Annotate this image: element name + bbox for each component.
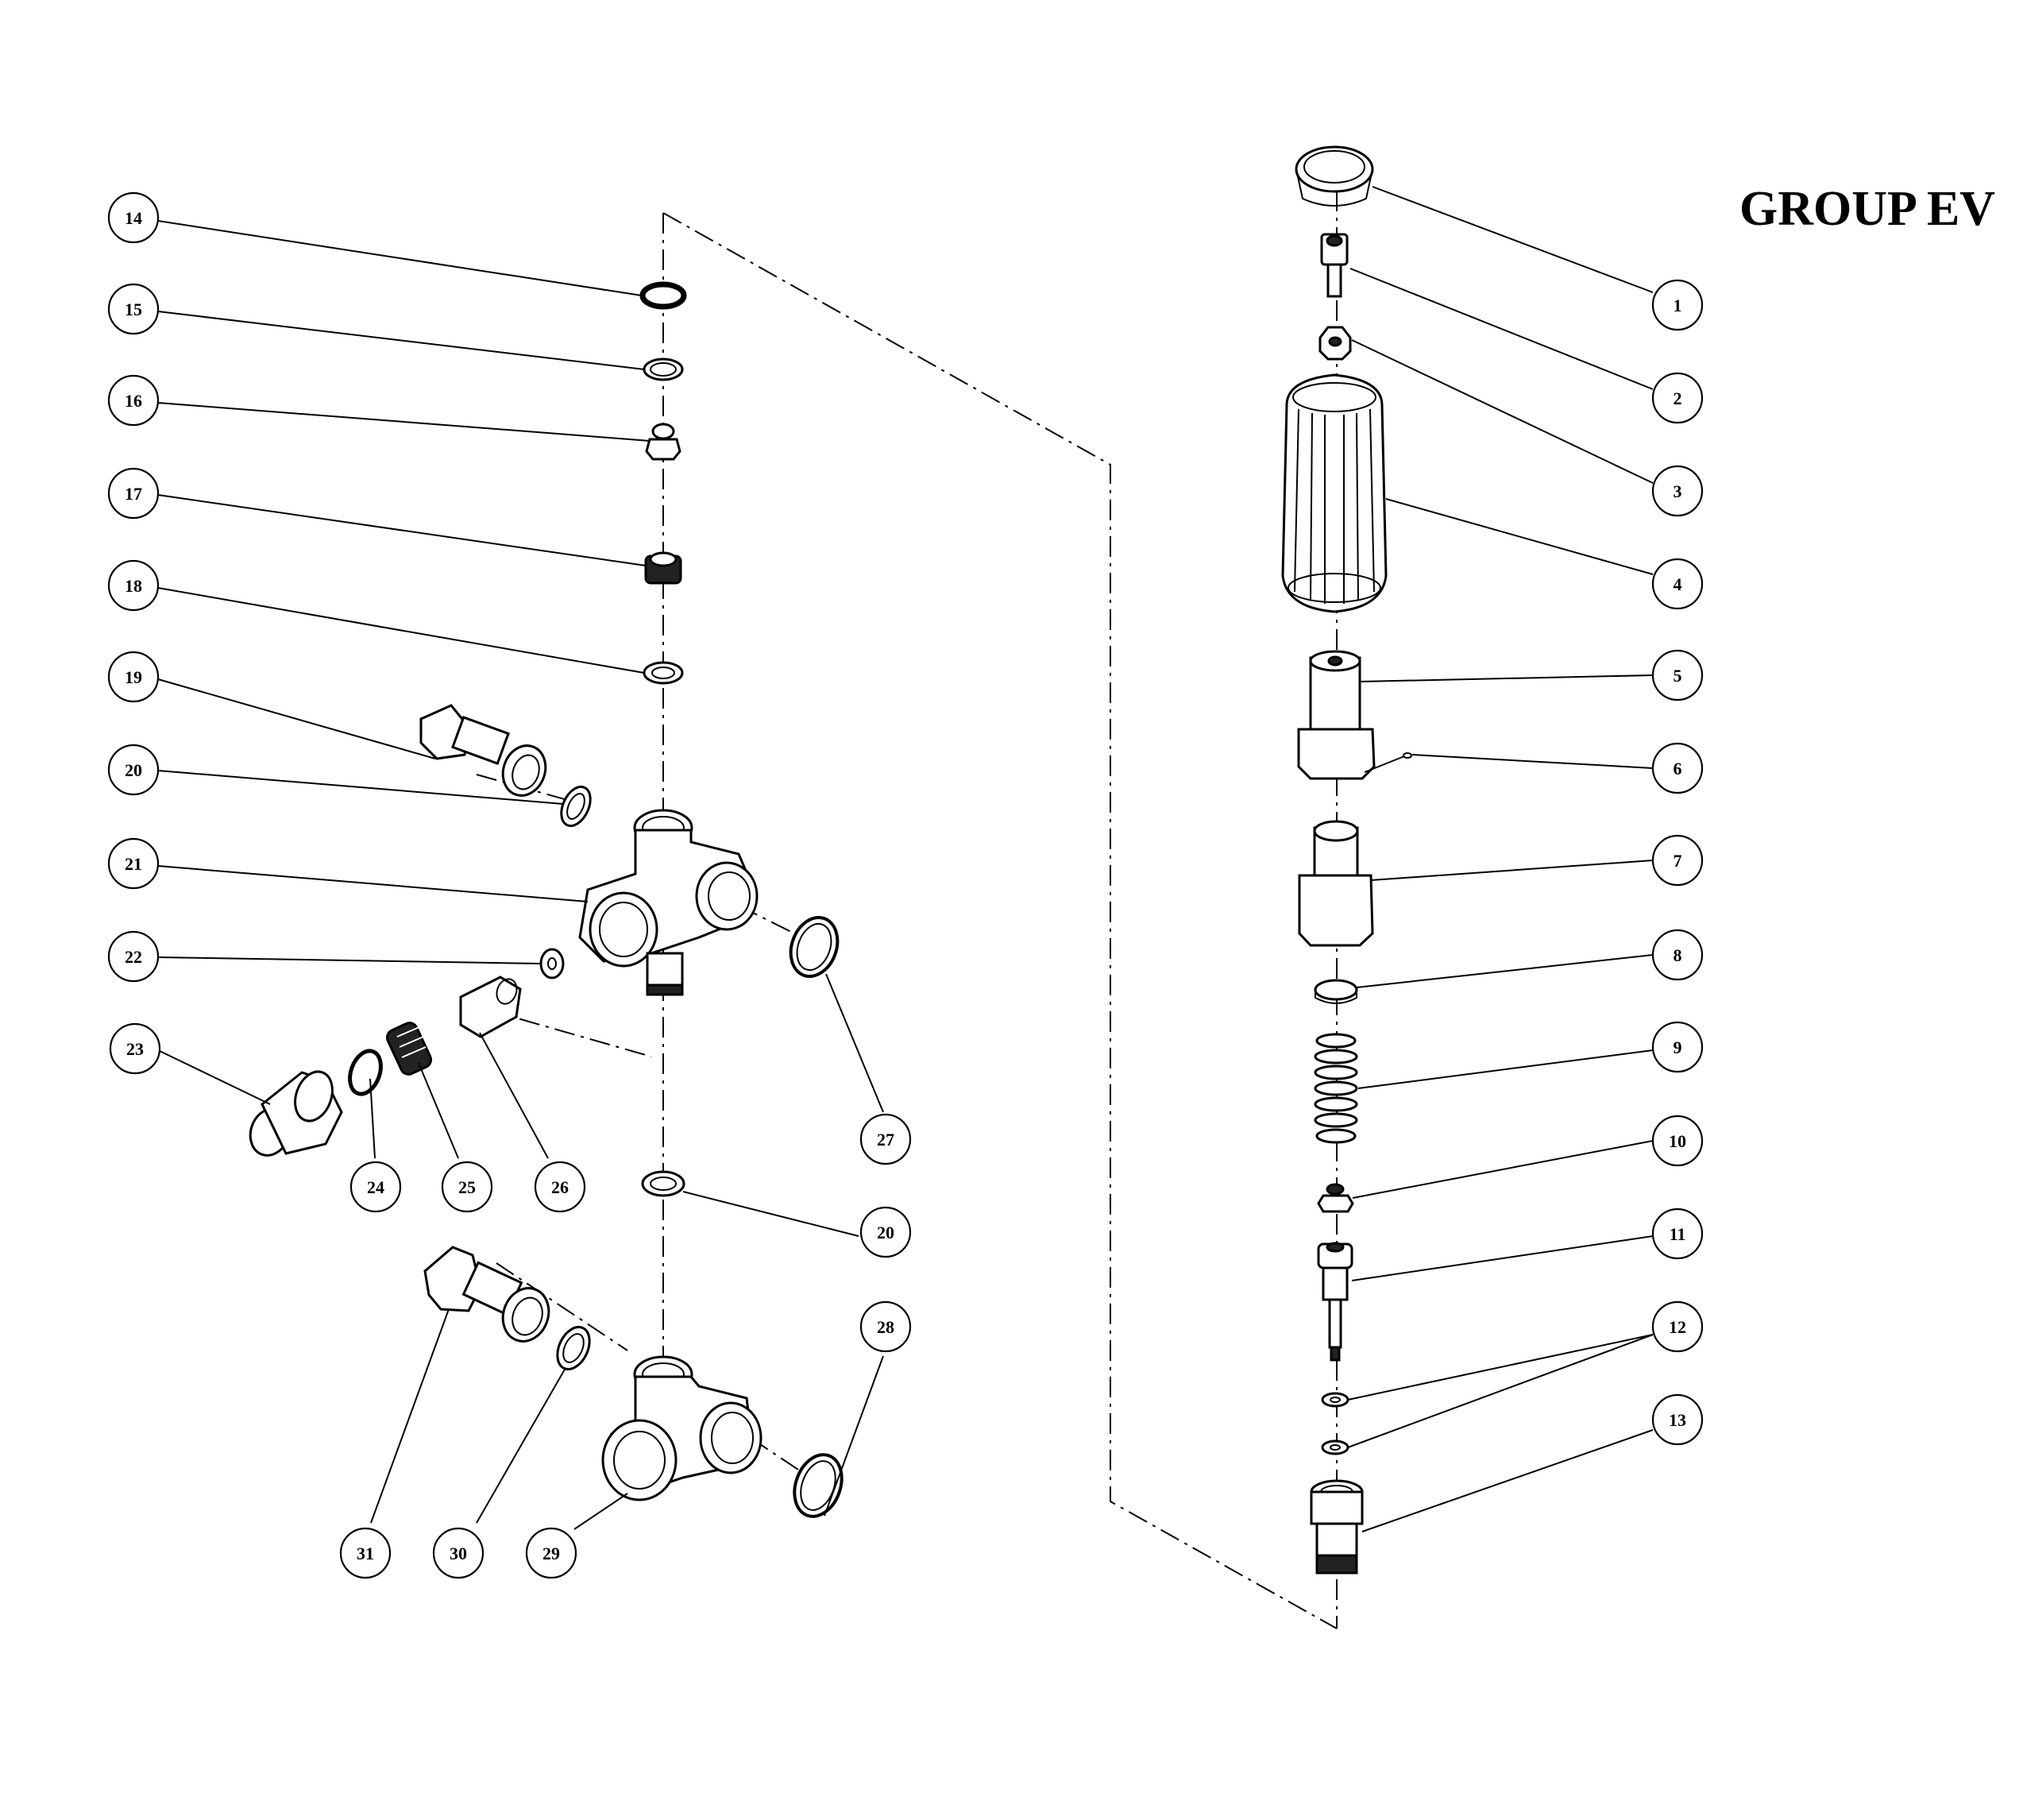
callout-26: 26 bbox=[534, 1161, 586, 1213]
callout-28-label: 28 bbox=[877, 1317, 894, 1337]
callout-12: 12 bbox=[1651, 1300, 1704, 1353]
callout-2: 2 bbox=[1651, 372, 1704, 424]
callout-5: 5 bbox=[1651, 649, 1704, 701]
group-title: GROUP EV bbox=[1739, 182, 1995, 236]
part-1-cap bbox=[1295, 145, 1374, 207]
callout-17: 17 bbox=[107, 467, 160, 520]
part-8-washer bbox=[1314, 979, 1358, 1004]
callout-16-label: 16 bbox=[125, 391, 142, 411]
callout-4: 4 bbox=[1651, 558, 1704, 610]
callout-20-lower: 20 bbox=[859, 1206, 912, 1258]
callout-9-label: 9 bbox=[1674, 1038, 1682, 1057]
part-5-stem-housing bbox=[1297, 650, 1376, 780]
callout-24: 24 bbox=[349, 1161, 402, 1213]
callout-27-label: 27 bbox=[877, 1130, 894, 1150]
callout-29: 29 bbox=[525, 1527, 577, 1579]
callout-19-label: 19 bbox=[125, 667, 142, 687]
part-24-o-ring bbox=[348, 1049, 383, 1096]
callout-6: 6 bbox=[1651, 742, 1704, 794]
callout-29-label: 29 bbox=[542, 1544, 560, 1563]
callout-1: 1 bbox=[1651, 279, 1704, 331]
part-7-adjust-nut bbox=[1298, 820, 1374, 947]
callout-8-label: 8 bbox=[1674, 945, 1682, 965]
part-13-valve-seat bbox=[1310, 1479, 1364, 1575]
callout-23: 23 bbox=[109, 1022, 161, 1075]
callout-11: 11 bbox=[1651, 1208, 1704, 1260]
callout-8: 8 bbox=[1651, 929, 1704, 981]
callout-30: 30 bbox=[432, 1527, 485, 1579]
callout-13-label: 13 bbox=[1669, 1410, 1686, 1430]
callout-16: 16 bbox=[107, 374, 160, 427]
callout-18: 18 bbox=[107, 559, 160, 612]
callout-30-label: 30 bbox=[450, 1544, 467, 1563]
callout-14-label: 14 bbox=[125, 208, 142, 228]
part-4-knob bbox=[1281, 373, 1388, 613]
part-19-inlet-fitting bbox=[419, 704, 547, 797]
part-16-fitting bbox=[645, 423, 681, 461]
callout-15-label: 15 bbox=[125, 299, 142, 319]
part-3-nut bbox=[1318, 326, 1352, 361]
callout-5-label: 5 bbox=[1674, 666, 1682, 686]
callout-10-label: 10 bbox=[1669, 1131, 1686, 1151]
part-18-washer bbox=[643, 661, 684, 685]
callout-18-label: 18 bbox=[125, 576, 142, 596]
callout-27: 27 bbox=[859, 1113, 912, 1165]
callout-11-label: 11 bbox=[1670, 1224, 1686, 1244]
callout-2-label: 2 bbox=[1674, 388, 1682, 408]
callout-21-label: 21 bbox=[125, 854, 142, 874]
callout-7-label: 7 bbox=[1674, 851, 1682, 871]
callout-17-label: 17 bbox=[125, 484, 142, 504]
part-31-outlet-fitting bbox=[423, 1246, 550, 1343]
part-26-hex-nut bbox=[459, 976, 522, 1038]
part-22-washer bbox=[539, 948, 565, 980]
callout-15: 15 bbox=[107, 283, 160, 335]
callout-1-label: 1 bbox=[1674, 296, 1682, 315]
callout-28: 28 bbox=[859, 1300, 912, 1353]
part-29-tee-body bbox=[601, 1355, 762, 1501]
callout-12-label: 12 bbox=[1669, 1317, 1686, 1337]
callout-13: 13 bbox=[1651, 1393, 1704, 1446]
part-23-plug bbox=[249, 1070, 343, 1157]
callout-9: 9 bbox=[1651, 1021, 1704, 1073]
part-17-seal bbox=[644, 551, 682, 585]
callout-20-upper: 20 bbox=[107, 744, 160, 796]
part-11-piston bbox=[1317, 1242, 1353, 1362]
callout-25: 25 bbox=[441, 1161, 493, 1213]
part-21-manifold-body bbox=[578, 809, 759, 996]
callout-6-label: 6 bbox=[1674, 759, 1682, 779]
callout-22: 22 bbox=[107, 930, 160, 983]
callout-14: 14 bbox=[107, 191, 160, 244]
part-15-o-ring bbox=[643, 357, 684, 381]
callout-31: 31 bbox=[339, 1527, 392, 1579]
part-27-o-ring bbox=[789, 916, 840, 978]
part-20-o-ring-lower bbox=[641, 1170, 685, 1197]
callout-3-label: 3 bbox=[1674, 481, 1682, 501]
callout-19: 19 bbox=[107, 651, 160, 703]
callout-21: 21 bbox=[107, 837, 160, 890]
callout-20-lower-label: 20 bbox=[877, 1223, 894, 1242]
leader-lines bbox=[157, 186, 1654, 1532]
callout-23-label: 23 bbox=[126, 1039, 144, 1059]
callout-31-label: 31 bbox=[357, 1544, 374, 1563]
callout-24-label: 24 bbox=[367, 1177, 384, 1197]
callout-3: 3 bbox=[1651, 465, 1704, 517]
part-2-screw bbox=[1320, 233, 1349, 298]
part-9-spring bbox=[1314, 1033, 1358, 1144]
part-30-o-ring bbox=[556, 1326, 591, 1370]
part-14-o-ring bbox=[639, 281, 687, 310]
callout-10: 10 bbox=[1651, 1115, 1704, 1167]
part-28-o-ring bbox=[793, 1453, 844, 1518]
part-25-spring bbox=[385, 1022, 433, 1076]
callout-20-upper-label: 20 bbox=[125, 760, 142, 780]
part-20-o-ring-upper bbox=[560, 785, 592, 828]
callout-7: 7 bbox=[1651, 834, 1704, 887]
callout-4-label: 4 bbox=[1674, 574, 1682, 594]
callout-25-label: 25 bbox=[458, 1177, 476, 1197]
part-12-o-rings bbox=[1321, 1392, 1349, 1455]
part-10-seat bbox=[1317, 1183, 1354, 1213]
callout-26-label: 26 bbox=[551, 1177, 569, 1197]
part-6-pin bbox=[1364, 752, 1412, 773]
callout-22-label: 22 bbox=[125, 947, 142, 967]
